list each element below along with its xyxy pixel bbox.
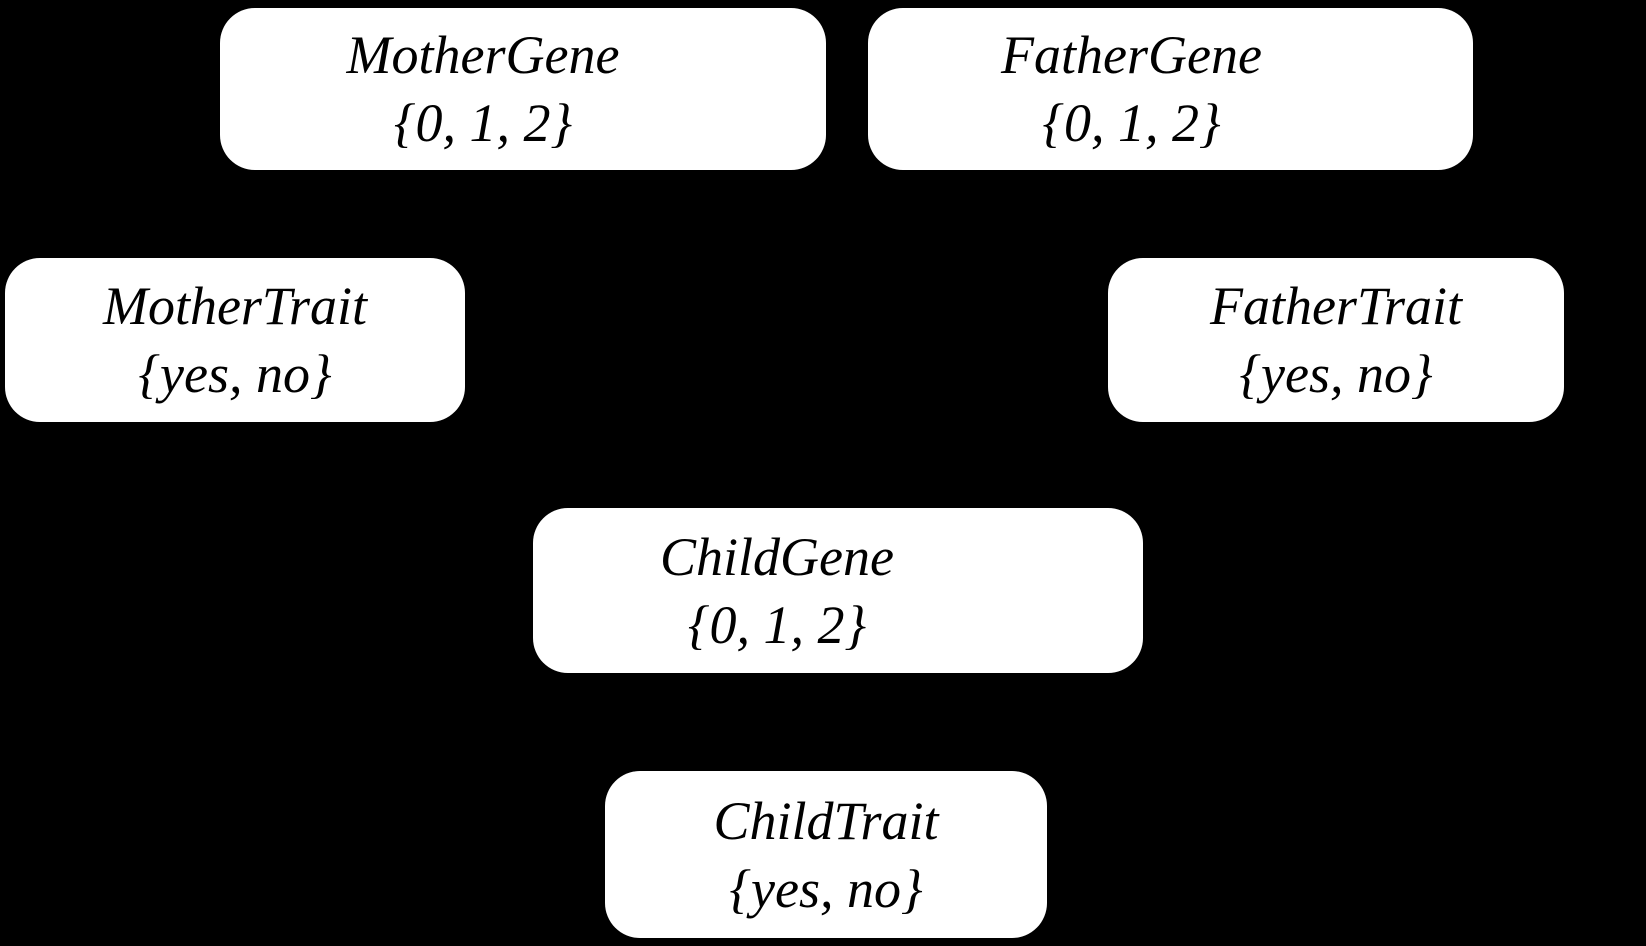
node-mother-trait-domain: {yes, no}: [138, 344, 332, 404]
node-mother-trait: MotherTrait {yes, no}: [5, 258, 465, 422]
node-child-gene-label: ChildGene: [660, 526, 894, 587]
node-mother-trait-label: MotherTrait: [102, 276, 368, 336]
node-child-trait-label: ChildTrait: [713, 790, 939, 851]
node-child-trait-domain: {yes, no}: [729, 858, 923, 919]
node-father-gene-domain: {0, 1, 2}: [1042, 93, 1221, 153]
node-father-trait-label: FatherTrait: [1209, 276, 1463, 336]
node-mother-gene-label: MotherGene: [346, 25, 620, 85]
node-child-trait: ChildTrait {yes, no}: [605, 771, 1047, 938]
node-father-gene-label: FatherGene: [1001, 25, 1262, 85]
node-mother-gene: MotherGene {0, 1, 2}: [220, 8, 826, 170]
node-father-trait: FatherTrait {yes, no}: [1108, 258, 1564, 422]
node-child-gene: ChildGene {0, 1, 2}: [533, 508, 1143, 673]
node-father-gene: FatherGene {0, 1, 2}: [868, 8, 1473, 170]
node-father-trait-domain: {yes, no}: [1239, 344, 1433, 404]
node-mother-gene-domain: {0, 1, 2}: [393, 93, 573, 153]
node-child-gene-domain: {0, 1, 2}: [687, 594, 867, 655]
